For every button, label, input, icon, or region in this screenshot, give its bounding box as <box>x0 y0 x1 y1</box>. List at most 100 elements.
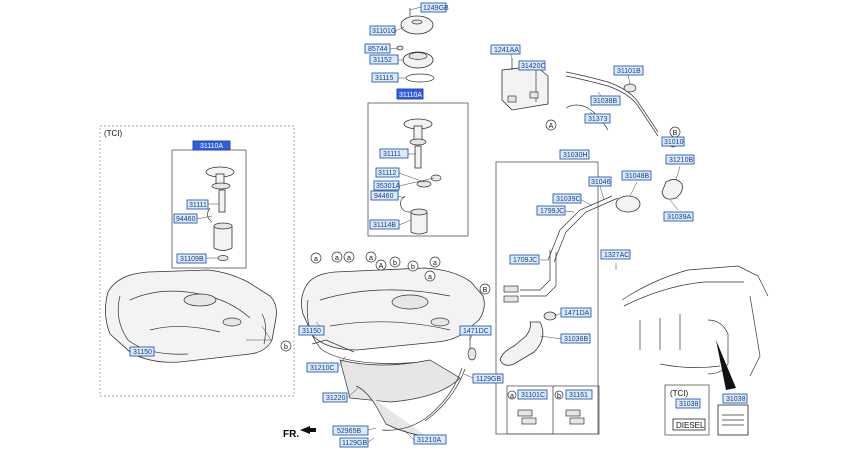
label-31109b[interactable]: 31109B <box>176 253 207 264</box>
label-31152[interactable]: 31152 <box>369 54 399 65</box>
label-31150-tci[interactable]: 31150 <box>129 346 155 357</box>
marker-A-2: A <box>545 119 557 131</box>
svg-text:31038: 31038 <box>726 396 746 403</box>
svg-text:31161: 31161 <box>569 392 588 399</box>
label-1249gb[interactable]: 1249GB <box>420 2 449 13</box>
tci-label-box <box>664 384 710 436</box>
marker-callouts: a a a a A b b a a b B A B a b <box>280 119 681 400</box>
svg-text:31036B: 31036B <box>564 336 588 343</box>
marker-A-1: A <box>375 259 387 271</box>
marker-a-5: a <box>429 256 441 268</box>
filler-door-ring <box>661 179 683 200</box>
label-31038b[interactable]: 31038B <box>590 95 621 106</box>
filler-location-arrow <box>716 340 736 390</box>
pad-a-icon <box>517 409 537 425</box>
label-31210c[interactable]: 31210C <box>306 362 339 373</box>
svg-text:1471DA: 1471DA <box>564 310 590 317</box>
svg-text:31046: 31046 <box>591 179 611 186</box>
svg-text:a: a <box>347 255 351 262</box>
svg-text:31210B: 31210B <box>669 157 693 164</box>
svg-text:31115: 31115 <box>375 75 394 82</box>
lock-ring <box>402 51 434 69</box>
svg-text:31109B: 31109B <box>180 256 204 263</box>
label-31046[interactable]: 31046 <box>588 176 612 187</box>
label-31111-center[interactable]: 31111 <box>379 148 409 159</box>
label-31039c[interactable]: 31039C <box>552 193 582 204</box>
marker-b-1: b <box>389 256 401 268</box>
leader-lines <box>196 6 681 443</box>
label-1471dc[interactable]: 1471DC <box>459 325 492 336</box>
svg-text:1327AC: 1327AC <box>604 252 629 259</box>
svg-text:1471DC: 1471DC <box>463 328 489 335</box>
tci-fuel-tank <box>105 269 277 363</box>
tci-bottom-note: (TCI) <box>670 389 689 398</box>
label-31039a[interactable]: 31039A <box>663 211 694 222</box>
label-94460-tci[interactable]: 94460 <box>173 213 198 224</box>
svg-text:94460: 94460 <box>374 193 394 200</box>
label-31112[interactable]: 31112 <box>375 167 400 178</box>
svg-text:A: A <box>379 263 384 270</box>
label-31150-main[interactable]: 31150 <box>298 325 325 336</box>
svg-text:31210A: 31210A <box>417 437 441 444</box>
marker-a-1: a <box>310 252 322 264</box>
pad-b-icon <box>565 409 585 425</box>
svg-text:31048B: 31048B <box>625 173 649 180</box>
svg-text:b: b <box>411 264 415 271</box>
label-31036b[interactable]: 31036B <box>560 333 591 344</box>
label-31030h[interactable]: 31030H <box>559 149 590 160</box>
marker-b-2: b <box>407 260 419 272</box>
label-85744[interactable]: 85744 <box>364 43 391 54</box>
svg-text:31039C: 31039C <box>556 196 581 203</box>
svg-text:31111: 31111 <box>383 151 401 158</box>
marker-a-3: a <box>343 251 355 263</box>
label-94460-center[interactable]: 94460 <box>370 190 399 201</box>
svg-text:31101G: 31101G <box>372 28 396 35</box>
svg-text:85744: 85744 <box>368 46 388 53</box>
svg-text:31101B: 31101B <box>617 68 641 75</box>
label-31210a[interactable]: 31210A <box>413 434 447 445</box>
tci-fuel-sender-unit <box>205 166 235 261</box>
label-1327ac[interactable]: 1327AC <box>600 249 631 260</box>
label-31110a-tci-selected[interactable]: 31110A <box>192 140 231 151</box>
label-31114b[interactable]: 31114B <box>369 219 400 230</box>
clamp-31101b <box>623 83 637 93</box>
label-1709jc[interactable]: 1709JC <box>509 254 540 265</box>
label-31111-tci[interactable]: 31111 <box>186 199 209 210</box>
svg-text:a: a <box>428 274 432 281</box>
strap-bracket <box>311 339 355 353</box>
label-52965b[interactable]: 52965B <box>332 425 369 436</box>
label-31101b[interactable]: 31101B <box>613 65 644 76</box>
label-35301a[interactable]: 35301A <box>373 180 400 191</box>
label-1471da[interactable]: 1471DA <box>560 307 592 318</box>
label-31101c[interactable]: 31101C <box>517 389 548 400</box>
svg-text:31373: 31373 <box>588 116 608 123</box>
label-31115[interactable]: 31115 <box>371 72 399 83</box>
label-31420c[interactable]: 31420C <box>518 60 546 71</box>
svg-text:31039A: 31039A <box>667 214 691 221</box>
label-31110a-selected[interactable]: 31110A <box>396 88 424 100</box>
label-1799jc[interactable]: 1799JC <box>536 205 566 216</box>
svg-text:31152: 31152 <box>373 57 392 64</box>
label-31038-plate[interactable]: 31038 <box>722 393 748 404</box>
label-31010[interactable]: 31010 <box>661 136 685 147</box>
legend-marker-b: b <box>554 390 564 400</box>
label-31220[interactable]: 31220 <box>322 392 348 403</box>
label-31373[interactable]: 31373 <box>584 113 611 124</box>
svg-text:a: a <box>433 260 437 267</box>
svg-text:1129GB: 1129GB <box>476 376 501 383</box>
label-31210b[interactable]: 31210B <box>665 154 695 165</box>
svg-text:31038B: 31038B <box>593 98 617 105</box>
label-1241aa[interactable]: 1241AA <box>490 44 521 55</box>
svg-text:A: A <box>549 123 554 130</box>
fuel-pump-sender-unit <box>400 118 442 235</box>
label-31161[interactable]: 31161 <box>565 389 593 400</box>
label-31101g[interactable]: 31101G <box>369 25 396 36</box>
label-1129gb-lower[interactable]: 1129GB <box>339 437 369 448</box>
label-1129gb-right[interactable]: 1129GB <box>472 373 504 384</box>
label-31048b[interactable]: 31048B <box>621 170 652 181</box>
label-31038-tci[interactable]: 31038 <box>675 398 701 409</box>
marker-B-1: B <box>479 283 491 295</box>
svg-text:a: a <box>510 393 514 400</box>
marker-a-6: a <box>424 270 436 282</box>
